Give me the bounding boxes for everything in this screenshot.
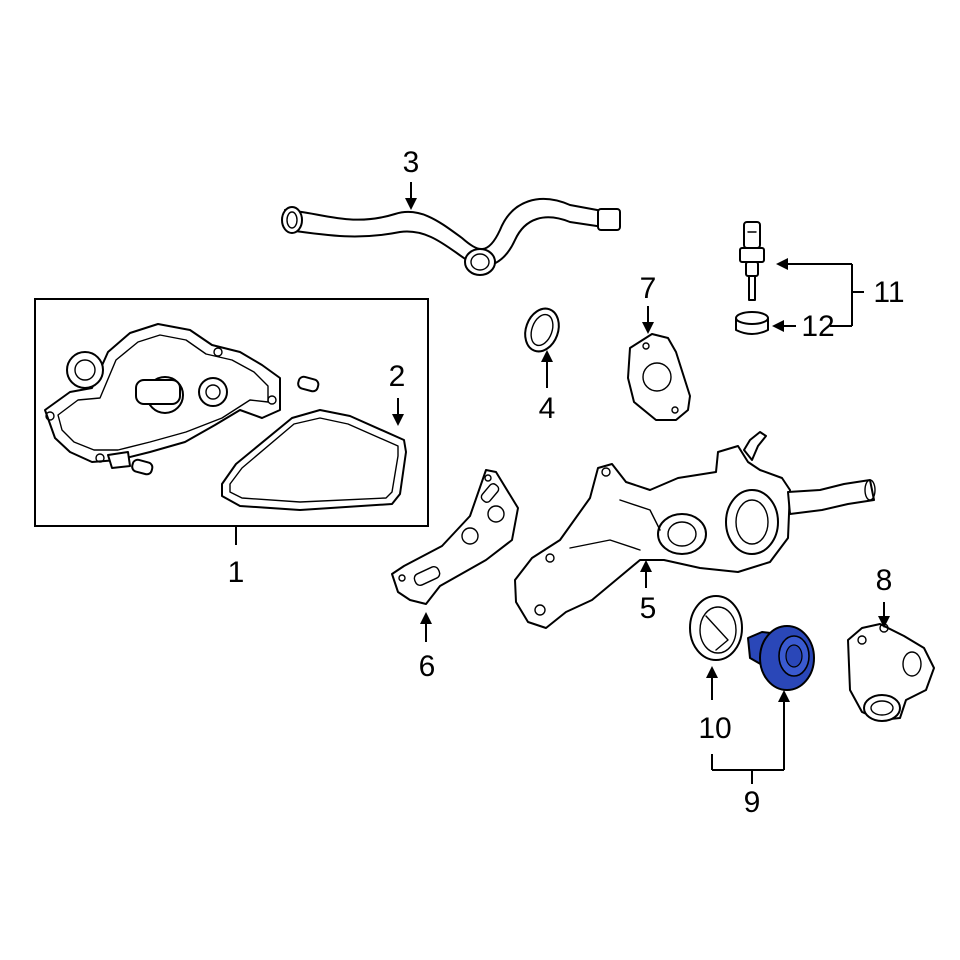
callout-2: 2 xyxy=(389,360,406,393)
callout-10: 10 xyxy=(698,712,731,745)
callout-8: 8 xyxy=(876,564,893,597)
part-1-dowel-pins xyxy=(131,375,320,476)
part-9-thermostat[interactable] xyxy=(747,625,815,691)
callout-3: 3 xyxy=(403,146,420,179)
part-1-group-box xyxy=(34,298,429,527)
callout-1: 1 xyxy=(228,556,245,589)
part-10-thermostat-seal[interactable] xyxy=(689,595,743,661)
part-5-coolant-outlet-housing[interactable] xyxy=(514,431,876,629)
part-11-temperature-sensor[interactable] xyxy=(739,221,765,301)
callout-11: 11 xyxy=(873,276,904,309)
callout-12: 12 xyxy=(801,310,834,343)
part-1-water-pump[interactable] xyxy=(44,323,281,469)
part-12-washer[interactable] xyxy=(735,311,769,335)
callout-5: 5 xyxy=(640,592,657,625)
callout-leaders xyxy=(235,182,890,784)
part-6-gasket[interactable] xyxy=(391,469,519,605)
callout-9: 9 xyxy=(744,786,761,819)
callout-labels: 3 2 1 4 7 11 12 5 6 8 10 9 xyxy=(228,146,905,819)
callout-7: 7 xyxy=(640,272,657,305)
part-7-gasket[interactable] xyxy=(627,333,691,421)
callout-6: 6 xyxy=(419,650,436,683)
part-3-hose[interactable] xyxy=(281,197,621,276)
part-2-gasket[interactable] xyxy=(221,409,407,511)
part-4-o-ring[interactable] xyxy=(519,304,564,356)
callout-4: 4 xyxy=(539,392,556,425)
part-8-thermostat-cover[interactable] xyxy=(847,623,935,722)
